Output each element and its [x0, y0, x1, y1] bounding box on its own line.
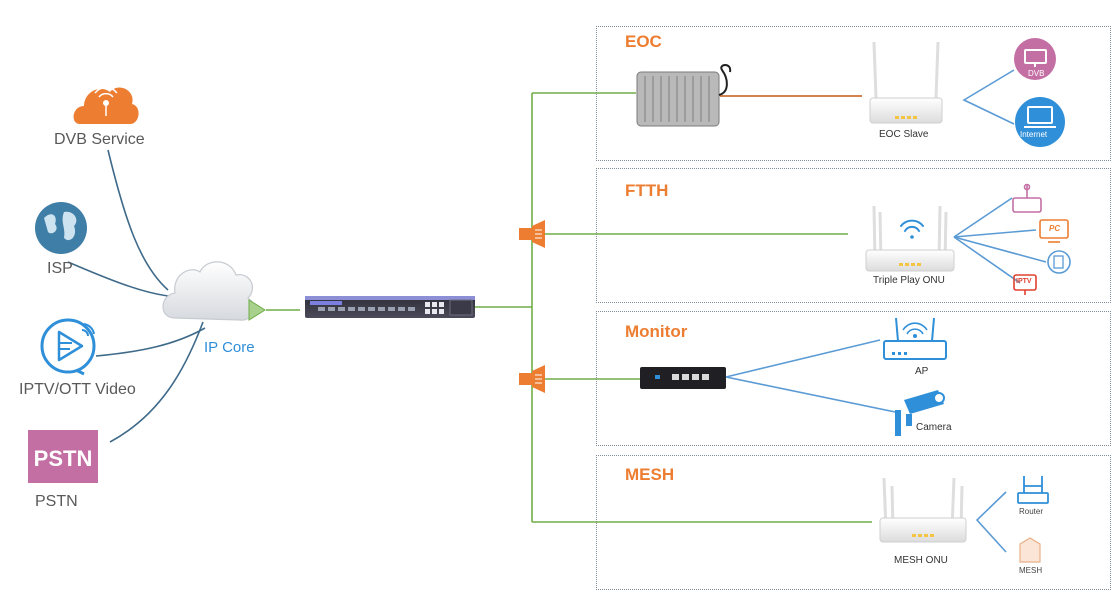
- mesh-onu: [879, 477, 967, 543]
- router-icon: [1012, 183, 1042, 213]
- dvb-terminal-label: DVB: [1028, 69, 1045, 78]
- triple-play-onu: [865, 205, 955, 272]
- link-pstn: [109, 321, 204, 443]
- internet-laptop-icon: [1015, 97, 1065, 147]
- triple-play-onu-label: Triple Play ONU: [873, 275, 945, 286]
- mesh-title: MESH: [625, 465, 675, 484]
- link-isp: [67, 261, 169, 297]
- monitor-links: [725, 339, 901, 414]
- ap-icon: [883, 317, 947, 360]
- eoc-panel: [596, 26, 1111, 161]
- wifi-icon: [900, 219, 924, 239]
- pc-terminal-label: PC: [1049, 224, 1061, 233]
- eoc-terminal-links: [962, 69, 1015, 125]
- iptv-ott-icon: [40, 318, 96, 376]
- mesh-panel: [596, 455, 1111, 590]
- camera-label: Camera: [916, 422, 952, 433]
- monitor-title: Monitor: [625, 322, 688, 341]
- eoc-slave-router: [869, 41, 943, 124]
- monitor-panel: [596, 311, 1111, 446]
- ftth-panel: [596, 168, 1111, 303]
- mesh-terminal-label: MESH: [1019, 566, 1043, 575]
- olt-device: [305, 296, 475, 318]
- iptv-icon: [1013, 274, 1037, 295]
- internet-terminal-label: Internet: [1020, 130, 1048, 139]
- mesh-links: [975, 491, 1007, 553]
- globe-icon: [35, 202, 87, 254]
- ftth-title: FTTH: [625, 181, 669, 200]
- iptv-label: IPTV/OTT Video: [19, 381, 136, 398]
- isp-label: ISP: [47, 260, 73, 277]
- phone-icon: [1047, 250, 1071, 274]
- splitter-icon-ftth: [519, 220, 545, 248]
- iptv-terminal-label: IPTV: [1016, 278, 1032, 285]
- link-iptv: [95, 327, 206, 357]
- camera-icon: [895, 390, 945, 436]
- router-terminal-label: Router: [1019, 507, 1044, 516]
- source-links: [67, 149, 206, 443]
- ap-label: AP: [915, 366, 929, 377]
- ip-core-label: IP Core: [204, 339, 255, 356]
- eoc-title: EOC: [625, 32, 662, 51]
- pstn-logo-text: PSTN: [34, 446, 93, 471]
- cloud-arrow-icon: [248, 299, 266, 321]
- monitor-switch: [640, 367, 726, 389]
- pc-icon: [1039, 219, 1069, 243]
- splitter-icon-monitor: [519, 365, 545, 393]
- fiber-links: [475, 92, 872, 523]
- pstn-logo: [28, 430, 98, 483]
- pstn-label: PSTN: [35, 493, 78, 510]
- link-dvb: [107, 149, 169, 291]
- dvb-service-icon: [73, 86, 139, 124]
- mesh-router-icon: [1017, 476, 1049, 504]
- ftth-terminal-links: [953, 197, 1047, 284]
- ip-core-cloud: [162, 261, 255, 321]
- mesh-onu-label: MESH ONU: [894, 555, 948, 566]
- dvb-tv-icon: [1014, 38, 1056, 80]
- dvb-service-label: DVB Service: [54, 131, 145, 148]
- mesh-node-icon: [1019, 537, 1041, 563]
- eoc-master-device: [636, 64, 732, 127]
- eoc-slave-label: EOC Slave: [879, 129, 929, 140]
